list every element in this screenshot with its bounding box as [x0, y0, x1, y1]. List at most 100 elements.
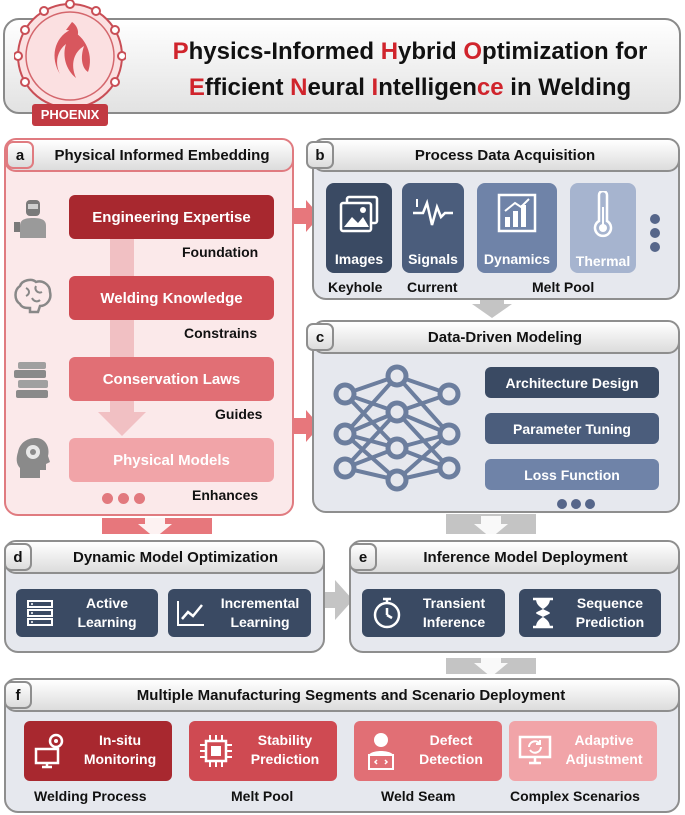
melt-pool-label: Melt Pool	[532, 279, 595, 295]
stopwatch-icon	[373, 597, 401, 629]
title-segment: H	[380, 38, 399, 65]
melt-pool-caption: Melt Pool	[231, 788, 294, 804]
panel-e-header: Inference Model Deployment	[349, 540, 680, 574]
thermometer-icon	[593, 191, 613, 238]
phoenix-logo: PHOENIX	[13, 0, 127, 132]
title-segment: eural	[307, 74, 372, 101]
title-segment: ptimization for	[482, 38, 648, 65]
sequence-prediction-line-2: Prediction	[575, 614, 645, 630]
sequence-prediction-line-1: Sequence	[576, 595, 644, 611]
page-title-line-2: Efficient Neural Intelligence in Welding	[150, 70, 670, 106]
enhances-label: Enhances	[192, 487, 259, 503]
signals-label: Signals	[408, 251, 458, 267]
images-tile: Images	[326, 183, 392, 273]
adaptive-adjustment-line-1: Adaptive	[574, 732, 634, 748]
conservation-laws-label: Conservation Laws	[102, 370, 241, 388]
transient-inference-line-1: Transient	[422, 595, 486, 611]
panel-c-header: Data-Driven Modeling	[312, 320, 680, 354]
stability-prediction-line-2: Prediction	[250, 751, 320, 767]
arrow-b-to-c	[472, 298, 512, 318]
phoenix-emblem-icon	[13, 0, 127, 109]
in-situ-monitoring-line-2: Monitoring	[83, 751, 157, 767]
panel-a-title: Physical Informed Embedding	[54, 146, 270, 164]
page-title: Physics-Informed Hybrid Optimization for…	[150, 34, 670, 106]
conservation-laws-bar: Conservation Laws	[69, 357, 274, 401]
panel-c-title: Data-Driven Modeling	[427, 328, 583, 346]
title-segment: fficient	[204, 74, 291, 101]
adaptive-adjustment-card: Adaptive Adjustment	[509, 721, 657, 781]
brain-icon	[14, 278, 52, 314]
current-label: Current	[407, 279, 458, 295]
server-icon	[27, 600, 53, 626]
refresh-screen-icon	[518, 735, 552, 765]
arrow-e-to-f-head	[474, 655, 508, 677]
arrow-a-to-c	[294, 410, 320, 442]
welding-knowledge-label: Welding Knowledge	[100, 289, 243, 307]
signal-icon	[413, 198, 453, 226]
panel-b-title: Process Data Acquisition	[414, 146, 596, 164]
engineering-expertise-bar: Engineering Expertise	[69, 195, 274, 239]
parameter-tuning-bar: Parameter Tuning	[485, 413, 659, 444]
page-title-line-1: Physics-Informed Hybrid Optimization for	[150, 34, 670, 70]
head-gear-icon	[16, 438, 50, 478]
signals-tile: Signals	[402, 183, 464, 273]
title-segment: P	[172, 38, 189, 65]
images-label: Images	[334, 251, 384, 267]
panel-a-header: Physical Informed Embedding	[4, 138, 294, 172]
dynamics-tile: Dynamics	[477, 183, 557, 273]
weld-seam-caption: Weld Seam	[381, 788, 456, 804]
incremental-learning-line-1: Incremental	[220, 595, 300, 611]
parameter-tuning-label: Parameter Tuning	[513, 420, 631, 437]
physical-models-label: Physical Models	[113, 451, 230, 469]
defect-detection-line-1: Defect	[429, 732, 473, 748]
panel-e-title: Inference Model Deployment	[423, 548, 628, 566]
title-segment: c	[476, 74, 491, 101]
title-segment: ybrid	[398, 38, 464, 65]
keyhole-label: Keyhole	[328, 279, 383, 295]
arrow-d-to-e	[325, 580, 353, 620]
title-segment: I	[371, 74, 379, 101]
title-segment: hysics-Informed	[188, 38, 381, 65]
panel-a-flow-arrow-head	[98, 412, 146, 436]
adaptive-adjustment-line-2: Adjustment	[565, 751, 643, 767]
hourglass-icon	[533, 597, 553, 629]
growth-chart-icon	[177, 601, 204, 626]
arrow-c-to-e-head	[474, 516, 508, 538]
title-segment: E	[188, 74, 205, 101]
welding-process-caption: Welding Process	[34, 788, 147, 804]
dynamics-label: Dynamics	[483, 251, 551, 267]
title-segment: g	[434, 74, 449, 101]
panel-e-label: e	[349, 543, 377, 571]
incremental-learning-card: Incremental Learning	[168, 589, 311, 637]
loss-function-bar: Loss Function	[485, 459, 659, 490]
transient-inference-line-2: Inference	[422, 614, 486, 630]
thermal-tile: Thermal	[570, 183, 636, 273]
foundation-label: Foundation	[182, 244, 259, 260]
active-learning-line-1: Active	[85, 595, 129, 611]
in-situ-monitoring-line-1: In-situ	[99, 732, 141, 748]
title-segment: N	[290, 74, 308, 101]
loss-function-label: Loss Function	[524, 466, 620, 483]
sequence-prediction-card: Sequence Prediction	[519, 589, 661, 637]
monitor-camera-icon	[34, 733, 64, 769]
neural-network-icon	[333, 364, 461, 492]
defect-detection-line-2: Detection	[419, 751, 483, 767]
panel-f-header: Multiple Manufacturing Segments and Scen…	[4, 678, 680, 712]
thermal-label: Thermal	[575, 253, 631, 269]
stability-prediction-card: Stability Prediction	[189, 721, 337, 781]
physical-models-bar: Physical Models	[69, 438, 274, 482]
panel-c-label: c	[306, 323, 334, 351]
title-segment: in Welding	[503, 74, 632, 101]
panel-f-label: f	[4, 681, 32, 709]
panel-d-label: d	[4, 543, 32, 571]
panel-a-label: a	[6, 141, 34, 169]
complex-scenarios-caption: Complex Scenarios	[510, 788, 640, 804]
incremental-learning-line-2: Learning	[230, 614, 290, 630]
dynamics-chart-icon	[497, 193, 537, 233]
images-icon	[339, 195, 379, 233]
title-segment: en	[448, 74, 477, 101]
panel-d-title: Dynamic Model Optimization	[72, 548, 279, 566]
constrains-label: Constrains	[184, 325, 258, 341]
in-situ-monitoring-card: In-situ Monitoring	[24, 721, 172, 781]
